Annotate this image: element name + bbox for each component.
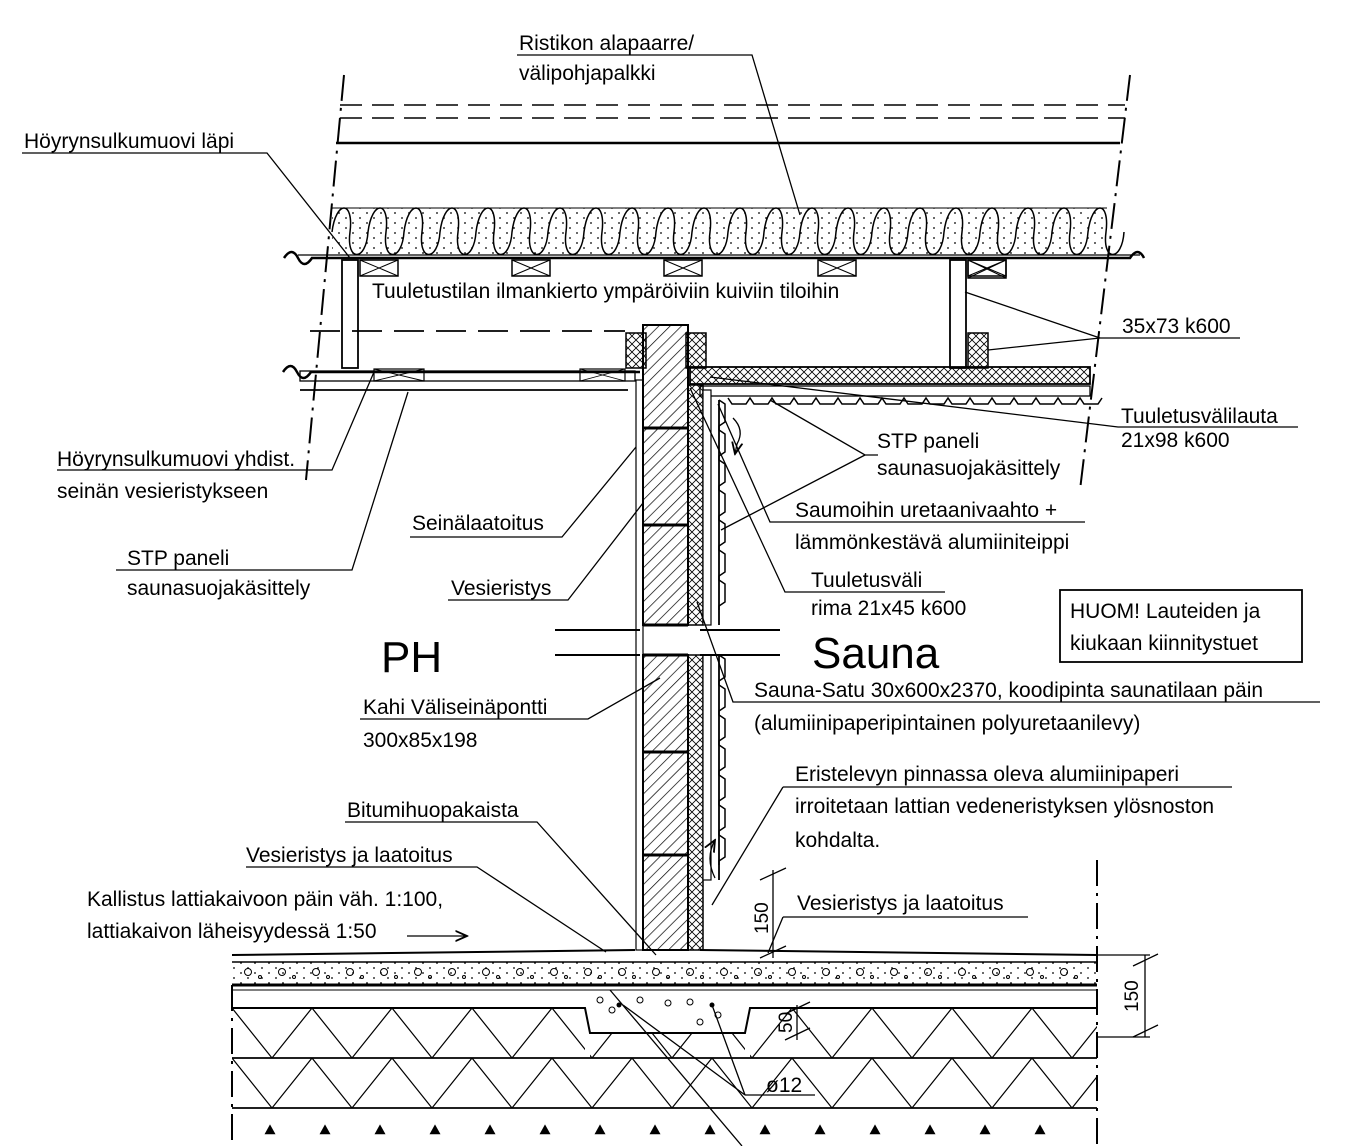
dim-palkki: 50 — [776, 1012, 797, 1033]
label-seinalaatoitus: Seinälaatoitus — [412, 512, 544, 535]
label-eriste-1: Eristelevyn pinnassa oleva alumiinipaper… — [795, 763, 1179, 786]
label-ristikko-1: Ristikon alapaarre/ — [519, 32, 694, 55]
label-tuuletusvali-1: Tuuletusväli — [811, 569, 922, 592]
dimension-lines — [759, 867, 1159, 1041]
wall — [555, 324, 780, 951]
dim-laatta: 150 — [1122, 980, 1143, 1012]
label-rima-35x73: 35x73 k600 — [1122, 315, 1231, 338]
label-sauna: Sauna — [812, 629, 940, 678]
label-tuuletusvalilauta-2: 21x98 k600 — [1121, 429, 1230, 452]
label-hoyrynsulku-yhd-2: seinän vesieristykseen — [57, 480, 268, 503]
label-tuuletustila: Tuuletustilan ilmankierto ympäröiviin ku… — [372, 280, 839, 303]
label-saumoihin-1: Saumoihin uretaanivaahto + — [795, 499, 1057, 522]
label-eriste-3: kohdalta. — [795, 829, 880, 852]
label-kallistus-1: Kallistus lattiakaivoon päin väh. 1:100, — [87, 888, 443, 911]
label-rebar: ø12 — [766, 1074, 802, 1097]
label-saunasatu-1: Sauna-Satu 30x600x2370, koodipinta sauna… — [754, 679, 1263, 702]
label-ristikko-2: välipohjapalkki — [519, 62, 656, 85]
label-ph: PH — [381, 633, 442, 682]
label-stp-seina-1: STP paneli — [127, 547, 229, 570]
label-saumoihin-2: lämmönkestävä alumiiniteippi — [795, 531, 1069, 554]
labels: Ristikon alapaarre/ välipohjapalkki Höyr… — [24, 32, 1278, 1097]
label-kallistus-2: lattiakaivon läheisyydessä 1:50 — [87, 920, 377, 943]
label-bitumi: Bitumihuopakaista — [347, 799, 519, 822]
label-stp-katto-1: STP paneli — [877, 430, 979, 453]
label-tuuletusvalilauta-1: Tuuletusvälilauta — [1121, 405, 1278, 428]
leader-lines — [22, 54, 1320, 1146]
label-tuuletusvali-2: rima 21x45 k600 — [811, 597, 966, 620]
label-saunasatu-2: (alumiinipaperipintainen polyuretaanilev… — [754, 712, 1140, 735]
label-stp-katto-2: saunasuojakäsittely — [877, 457, 1061, 480]
note-box — [1059, 589, 1303, 663]
label-kahi-2: 300x85x198 — [363, 729, 477, 752]
label-huom-2: kiukaan kiinnitystuet — [1070, 632, 1258, 655]
insulation-wave — [331, 207, 1125, 255]
dim-upnosto: 150 — [752, 902, 773, 934]
ceiling-battens — [359, 259, 1007, 277]
label-huom-1: HUOM! Lauteiden ja — [1070, 600, 1261, 623]
label-stp-seina-2: saunasuojakäsittely — [127, 577, 311, 600]
label-vesieristys: Vesieristys — [451, 577, 551, 600]
ceiling-panel-profile — [727, 396, 1103, 405]
label-kahi-1: Kahi Väliseinäpontti — [363, 696, 547, 719]
label-vesieristys-laatoitus-2: Vesieristys ja laatoitus — [797, 892, 1004, 915]
roof-structure — [281, 74, 1146, 491]
floor — [231, 860, 1098, 1146]
wall-panel-profile — [718, 399, 726, 865]
label-vesieristys-laatoitus-1: Vesieristys ja laatoitus — [246, 844, 453, 867]
label-hoyrynsulku-yhd-1: Höyrynsulkumuovi yhdist. — [57, 448, 295, 471]
label-eriste-2: irroitetaan lattian vedeneristyksen ylös… — [795, 795, 1214, 818]
label-hoyrynsulku-lapi: Höyrynsulkumuovi läpi — [24, 130, 234, 153]
